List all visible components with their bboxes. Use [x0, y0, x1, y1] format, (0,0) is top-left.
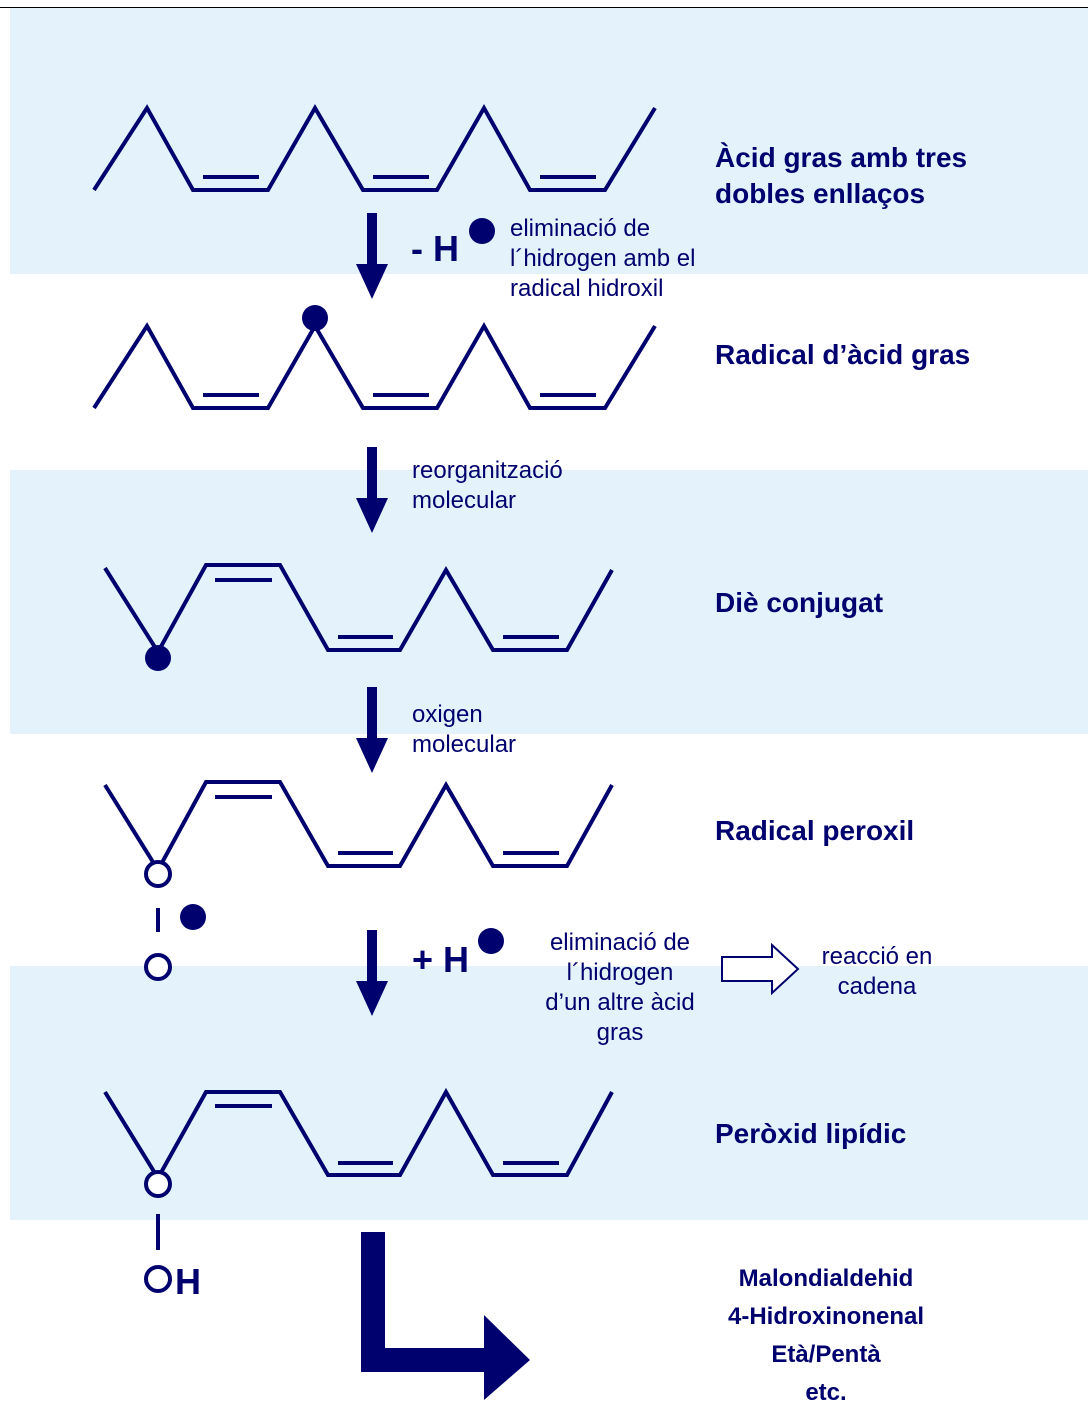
note-hydrogen-elimination: eliminació de l´hidrogen amb el radical … — [510, 215, 696, 302]
radical-dot-icon — [180, 904, 206, 930]
step-label-peroxyl: Radical peroxil — [715, 815, 915, 846]
product-item: Età/Pentà — [771, 1341, 881, 1368]
band-3 — [10, 966, 1088, 1220]
step-label-diene: Diè conjugat — [715, 587, 884, 618]
molecule-conjugated-diene — [103, 563, 614, 656]
products-list: Malondialdehid 4-Hidroxinonenal Età/Pent… — [696, 1260, 956, 1412]
minus-h-symbol: - H — [411, 228, 459, 269]
product-item: etc. — [805, 1379, 847, 1406]
product-item: Malondialdehid — [738, 1265, 914, 1292]
radical-dot-icon — [469, 218, 495, 244]
radical-dot-icon — [478, 928, 504, 954]
down-arrow-icons — [356, 213, 388, 1016]
product-item: 4-Hidroxinonenal — [727, 1303, 925, 1330]
plus-h-symbol: + H — [412, 939, 470, 980]
note-chain-reaction: reacció en cadena — [821, 943, 933, 1000]
molecule-lipid-peroxide — [103, 1087, 614, 1293]
step-label-radical: Radical d’àcid gras — [715, 339, 971, 370]
molecule-fatty-acid-radical — [92, 321, 657, 410]
radical-dot-icon — [302, 305, 328, 331]
note-hydrogen-other-acid: eliminació de l´hidrogen d’un altre àcid… — [545, 929, 695, 1046]
step-label-peroxide: Peròxid lipídic — [715, 1118, 907, 1149]
note-molecular-reorganization: reorganització molecular — [412, 457, 563, 514]
radical-dot-icon — [145, 645, 171, 671]
band-2 — [10, 470, 1088, 734]
step-label-fatty-acid: Àcid gras amb tres dobles enllaços — [715, 142, 968, 209]
molecule-fatty-acid — [92, 103, 657, 192]
note-molecular-oxygen: oxigen molecular — [412, 701, 517, 758]
products-arrow-icon — [361, 1232, 530, 1400]
side-arrow-icon — [721, 942, 800, 996]
hydroxyl-h-label: H — [175, 1261, 201, 1302]
top-rule — [0, 7, 1088, 8]
molecule-peroxyl-radical — [103, 780, 614, 981]
band-1 — [10, 8, 1088, 274]
